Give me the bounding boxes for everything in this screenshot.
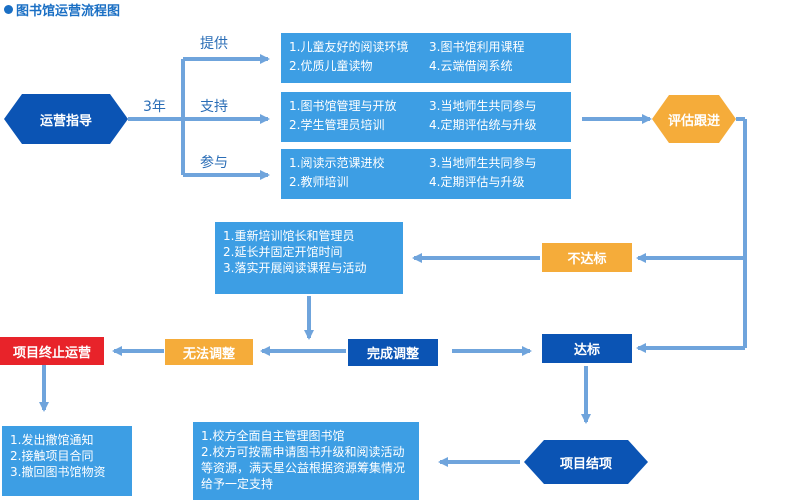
provide-item: 4.云端借阅系统	[429, 59, 513, 73]
support-label: 支持	[200, 99, 228, 115]
support-box: 1.图书馆管理与开放 3.当地师生共同参与 2.学生管理员培训 4.定期评估统与…	[281, 92, 571, 142]
participate-item: 2.教师培训	[289, 175, 349, 189]
provide-box: 1.儿童友好的阅读环境 3.图书馆利用课程 2.优质儿童读物 4.云端借阅系统	[281, 33, 571, 83]
complete-adjust-node: 完成调整	[348, 339, 438, 366]
support-item: 3.当地师生共同参与	[429, 99, 537, 113]
diagram-title-text: 图书馆运营流程图	[16, 4, 121, 19]
conclude-step: 1.校方全面自主管理图书馆	[201, 429, 345, 443]
support-item: 4.定期评估统与升级	[429, 118, 537, 132]
start-node-shape	[4, 94, 128, 144]
participate-item: 4.定期评估与升级	[429, 175, 525, 189]
diagram-title: 图书馆运营流程图	[4, 0, 120, 19]
remedy-item: 2.延长并固定开馆时间	[223, 245, 343, 259]
met-node: 达标	[542, 334, 632, 363]
provide-item: 3.图书馆利用课程	[429, 40, 525, 54]
terminate-node: 项目终止运营	[0, 337, 104, 365]
support-item: 1.图书馆管理与开放	[289, 99, 397, 113]
evaluate-node: 评估跟进	[667, 113, 720, 129]
participate-item: 3.当地师生共同参与	[429, 156, 537, 170]
conclude-step: 2.校方可按需申请图书升级和阅读活动等资源，满天星公益根据资源筹集情况给予一定支…	[201, 445, 406, 491]
start-node: 运营指导	[39, 113, 92, 129]
terminate-step: 3.撤回图书馆物资	[10, 465, 106, 479]
provide-item: 2.优质儿童读物	[289, 59, 373, 73]
terminate-step: 2.接触项目合同	[10, 449, 94, 463]
evaluate-node-shape	[652, 95, 736, 143]
participate-item: 1.阅读示范课进校	[289, 156, 385, 170]
participate-label: 参与	[200, 155, 228, 171]
provide-item: 1.儿童友好的阅读环境	[289, 40, 409, 54]
not-met-node: 不达标	[542, 243, 632, 272]
conclude-node: 项目结项	[559, 456, 612, 472]
participate-box: 1.阅读示范课进校 3.当地师生共同参与 2.教师培训 4.定期评估与升级	[281, 149, 571, 199]
bullet-icon	[4, 5, 13, 14]
provide-label: 提供	[200, 36, 228, 52]
remedy-item: 1.重新培训馆长和管理员	[223, 229, 355, 243]
terminate-step: 1.发出撤馆通知	[10, 433, 94, 447]
conclude-steps-box: 1.校方全面自主管理图书馆 2.校方可按需申请图书升级和阅读活动等资源，满天星公…	[193, 422, 419, 500]
remedy-item: 3.落实开展阅读课程与活动	[223, 261, 367, 275]
support-item: 2.学生管理员培训	[289, 118, 385, 132]
terminate-steps-box: 1.发出撤馆通知 2.接触项目合同 3.撤回图书馆物资	[2, 426, 132, 496]
conclude-node-shape	[524, 440, 648, 484]
cannot-adjust-node: 无法调整	[165, 339, 253, 365]
remedy-box: 1.重新培训馆长和管理员 2.延长并固定开馆时间 3.落实开展阅读课程与活动	[215, 222, 403, 294]
duration-label: 3年	[143, 99, 166, 115]
